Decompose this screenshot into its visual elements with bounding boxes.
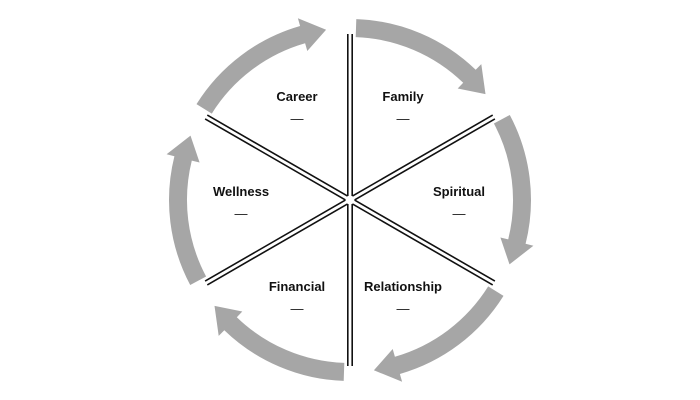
divider-line-1-1 [354,118,496,201]
segment-dividers [204,34,496,366]
divider-line-2-1 [352,203,494,286]
ring-arrow-bottom-left [214,305,345,381]
segment-career: Career — [276,89,317,126]
segment-label-career: Career [276,89,317,104]
ring-arrow-right-lower [373,286,504,382]
segment-wellness: Wellness — [213,184,269,221]
divider-line-5-1 [206,114,348,197]
segment-value-family: — [397,111,410,126]
circular-arrow-ring [166,18,534,382]
segment-value-relationship: — [397,301,410,316]
divider-line-2-0 [354,199,496,282]
ring-arrow-right-upper [493,115,534,265]
segment-value-financial: — [291,301,304,316]
segment-spiritual: Spiritual — [433,184,485,221]
ring-arrow-top-right [355,19,486,95]
segment-label-relationship: Relationship [364,279,442,294]
segment-label-financial: Financial [269,279,325,294]
segment-value-wellness: — [235,206,248,221]
segment-value-spiritual: — [453,206,466,221]
divider-line-5-0 [204,118,346,201]
segment-label-spiritual: Spiritual [433,184,485,199]
segment-family: Family — [382,89,424,126]
segment-relationship: Relationship — [364,279,442,316]
divider-line-1-0 [352,114,494,197]
divider-line-4-1 [204,199,346,282]
segment-financial: Financial — [269,279,325,316]
divider-line-4-0 [206,203,348,286]
ring-arrow-left-lower [166,135,207,285]
segment-value-career: — [291,111,304,126]
ring-arrow-left-upper [196,18,327,114]
segment-label-family: Family [382,89,424,104]
segment-label-wellness: Wellness [213,184,269,199]
